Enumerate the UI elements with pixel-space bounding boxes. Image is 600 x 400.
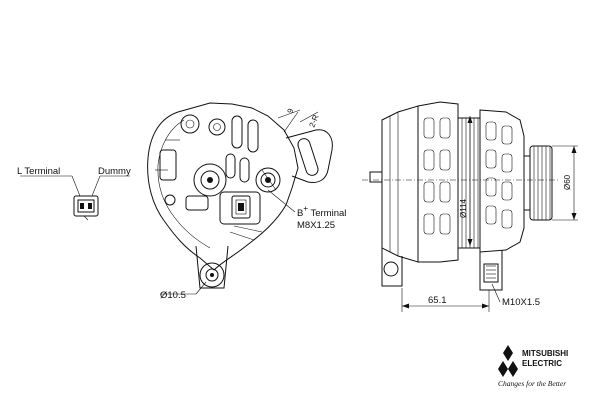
brand-name-line1: MITSUBISHI [522,349,568,358]
front-view: 9 2-R B+ Terminal M8X1.25 Ø10.5 [147,102,346,301]
brand-tagline: Changes for the Better [498,379,566,388]
b-thread-label: M8X1.25 [297,220,335,231]
dummy-label: Dummy [98,166,131,177]
dim-2r-label: 2-R [308,113,321,129]
dim-9-label: 9 [286,107,296,115]
b-terminal-rest: Terminal [308,208,346,219]
three-diamonds-icon [498,345,518,377]
dim-60-label: Ø60 [563,174,572,190]
brand-logo: MITSUBISHI ELECTRIC Changes for the Bett… [498,345,568,388]
dim-m10-label: M10X1.5 [502,297,540,308]
b-terminal-plus: + [303,204,308,213]
l-terminal-label: L Terminal [17,166,60,177]
b-terminal-b: B [297,208,303,219]
hole-diameter-label: Ø10.5 [160,290,186,301]
side-view: Ø114 Ø60 65.1 M10X1.5 [362,101,578,312]
b-terminal-label: B+ Terminal [297,204,346,219]
connector-detail: L Terminal Dummy [17,166,131,221]
dim-651-label: 65.1 [428,295,447,306]
brand-name-line2: ELECTRIC [522,359,562,368]
dim-114-label: Ø114 [459,198,468,218]
